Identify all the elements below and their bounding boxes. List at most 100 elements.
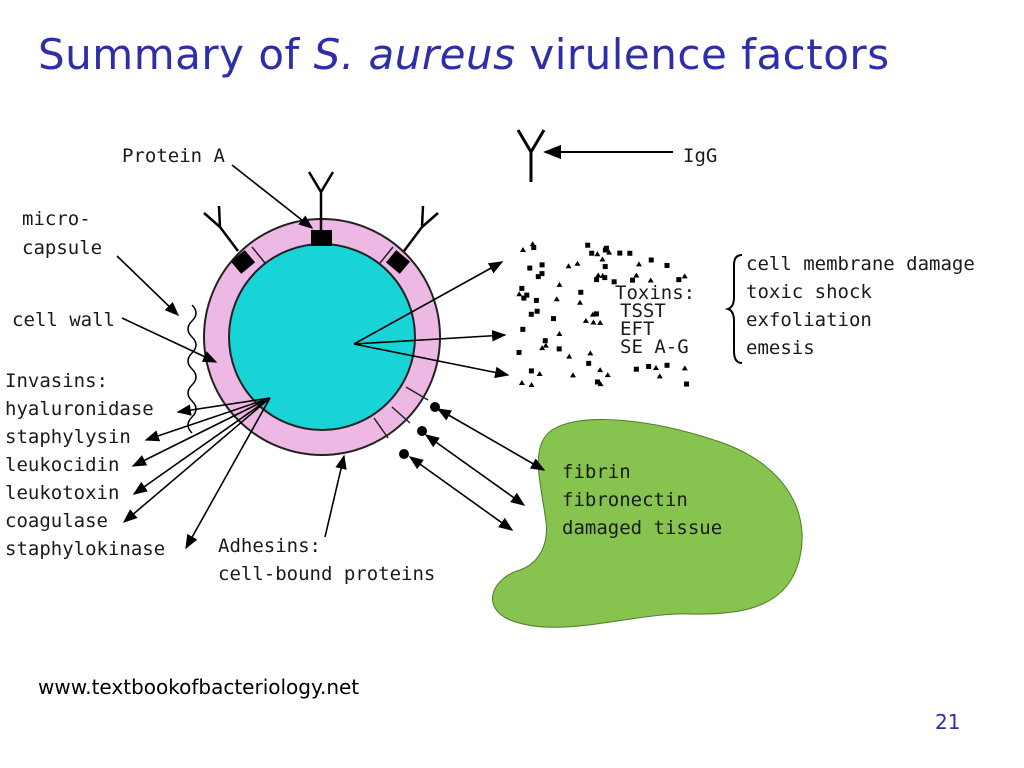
toxin-particle (602, 247, 608, 253)
label-invasin: leukotoxin (5, 482, 119, 504)
toxin-particle (602, 275, 608, 281)
title-text-end: virulence factors (515, 30, 890, 79)
toxin-particle (611, 279, 617, 285)
toxin-particle (569, 372, 576, 378)
toxin-particle (589, 311, 596, 317)
toxin-particles (516, 241, 690, 387)
toxin-particle (556, 281, 563, 287)
toxin-particle (594, 251, 601, 257)
antibody-y-icon (203, 171, 439, 252)
toxin-particle (542, 342, 549, 348)
toxin-particle (518, 380, 525, 386)
label-toxin: SE A-G (620, 336, 689, 358)
toxin-particle (594, 379, 600, 385)
toxin-particle (597, 381, 604, 387)
toxin-particle (585, 242, 591, 248)
protein-a-square (311, 230, 332, 246)
toxin-particle (599, 256, 606, 262)
igg-icon (516, 129, 546, 182)
toxin-particle (539, 262, 545, 268)
label-invasins-header: Invasins: (5, 370, 108, 392)
toxin-particle (516, 349, 522, 355)
toxin-particle (627, 250, 633, 256)
microcapsule-squiggle (187, 304, 197, 434)
label-toxin-effect: exfoliation (746, 309, 872, 331)
toxin-particle (652, 365, 659, 371)
label-invasin: staphylysin (5, 426, 131, 448)
label-toxin-effect: cell membrane damage (746, 253, 975, 275)
protein-a-square (385, 250, 411, 274)
page-title: Summary of S. aureus virulence factors (38, 30, 890, 79)
toxin-particle (578, 289, 584, 295)
damaged-tissue (491, 419, 803, 628)
toxin-particle (594, 277, 600, 283)
toxin-particle (556, 346, 562, 352)
toxin-particle (519, 246, 526, 252)
toxin-particle (534, 308, 540, 314)
label-cell-wall: cell wall (12, 309, 115, 331)
toxin-particle (528, 311, 534, 317)
toxin-particle (539, 345, 546, 351)
toxin-particle (676, 277, 682, 283)
toxin-particle (553, 296, 560, 302)
toxin-particle (647, 277, 654, 283)
toxin-particle (516, 291, 523, 297)
toxin-particle (566, 353, 573, 359)
toxin-particle (593, 311, 599, 317)
label-invasin: leukocidin (5, 454, 119, 476)
toxin-particle (681, 365, 688, 371)
label-target: damaged tissue (562, 517, 722, 539)
toxin-particle (646, 363, 652, 369)
toxin-particle (556, 330, 563, 336)
bacterium (203, 218, 441, 456)
toxin-particle (533, 297, 539, 303)
toxin-particle (595, 272, 602, 278)
toxin-particle (597, 319, 604, 325)
toxin-particle (656, 373, 663, 379)
toxin-particle (630, 277, 636, 283)
label-target: fibronectin (562, 489, 688, 511)
toxin-particle (586, 360, 592, 366)
label-invasin: coagulase (5, 510, 108, 532)
toxin-particle (519, 285, 525, 291)
label-target: fibrin (562, 461, 631, 483)
toxin-particle (520, 326, 526, 332)
toxin-particle (633, 272, 640, 278)
toxin-particle (529, 241, 536, 247)
toxin-particle (602, 264, 608, 270)
label-adhesins: cell-bound proteins (218, 563, 435, 585)
toxin-particle (635, 261, 642, 267)
source-text: www.textbookofbacteriology.net (38, 675, 360, 699)
protein-a-square (230, 250, 256, 274)
toxin-particle (648, 257, 654, 263)
protein-a-antibodies (203, 171, 439, 274)
toxin-particle (597, 367, 604, 373)
toxin-particle (576, 299, 583, 305)
toxin-particle (574, 260, 581, 266)
toxin-particle (528, 368, 534, 374)
label-toxin: EFT (620, 318, 654, 340)
title-species: S. aureus (313, 30, 516, 79)
page-number: 21 (935, 710, 961, 734)
toxin-effects-brace (724, 254, 743, 364)
toxin-particle (531, 245, 537, 251)
wall-segments (251, 246, 429, 439)
toxin-particle (633, 366, 639, 372)
toxin-particle (528, 381, 535, 387)
toxin-particle (527, 265, 533, 271)
label-toxin: TSST (620, 300, 666, 322)
label-invasin: hyaluronidase (5, 398, 154, 420)
label-microcapsule: capsule (22, 237, 102, 259)
toxin-particle (617, 250, 623, 256)
toxin-particle (565, 263, 572, 269)
toxin-particle (542, 338, 548, 344)
label-adhesins-header: Adhesins: (218, 535, 321, 557)
toxin-particle (684, 381, 690, 387)
toxin-particle (606, 249, 613, 255)
label-igg: IgG (683, 145, 717, 167)
label-toxin-effect: toxic shock (746, 281, 872, 303)
label-invasin: staphylokinase (5, 538, 165, 560)
toxin-particle (664, 362, 670, 368)
toxin-particle (589, 250, 595, 256)
